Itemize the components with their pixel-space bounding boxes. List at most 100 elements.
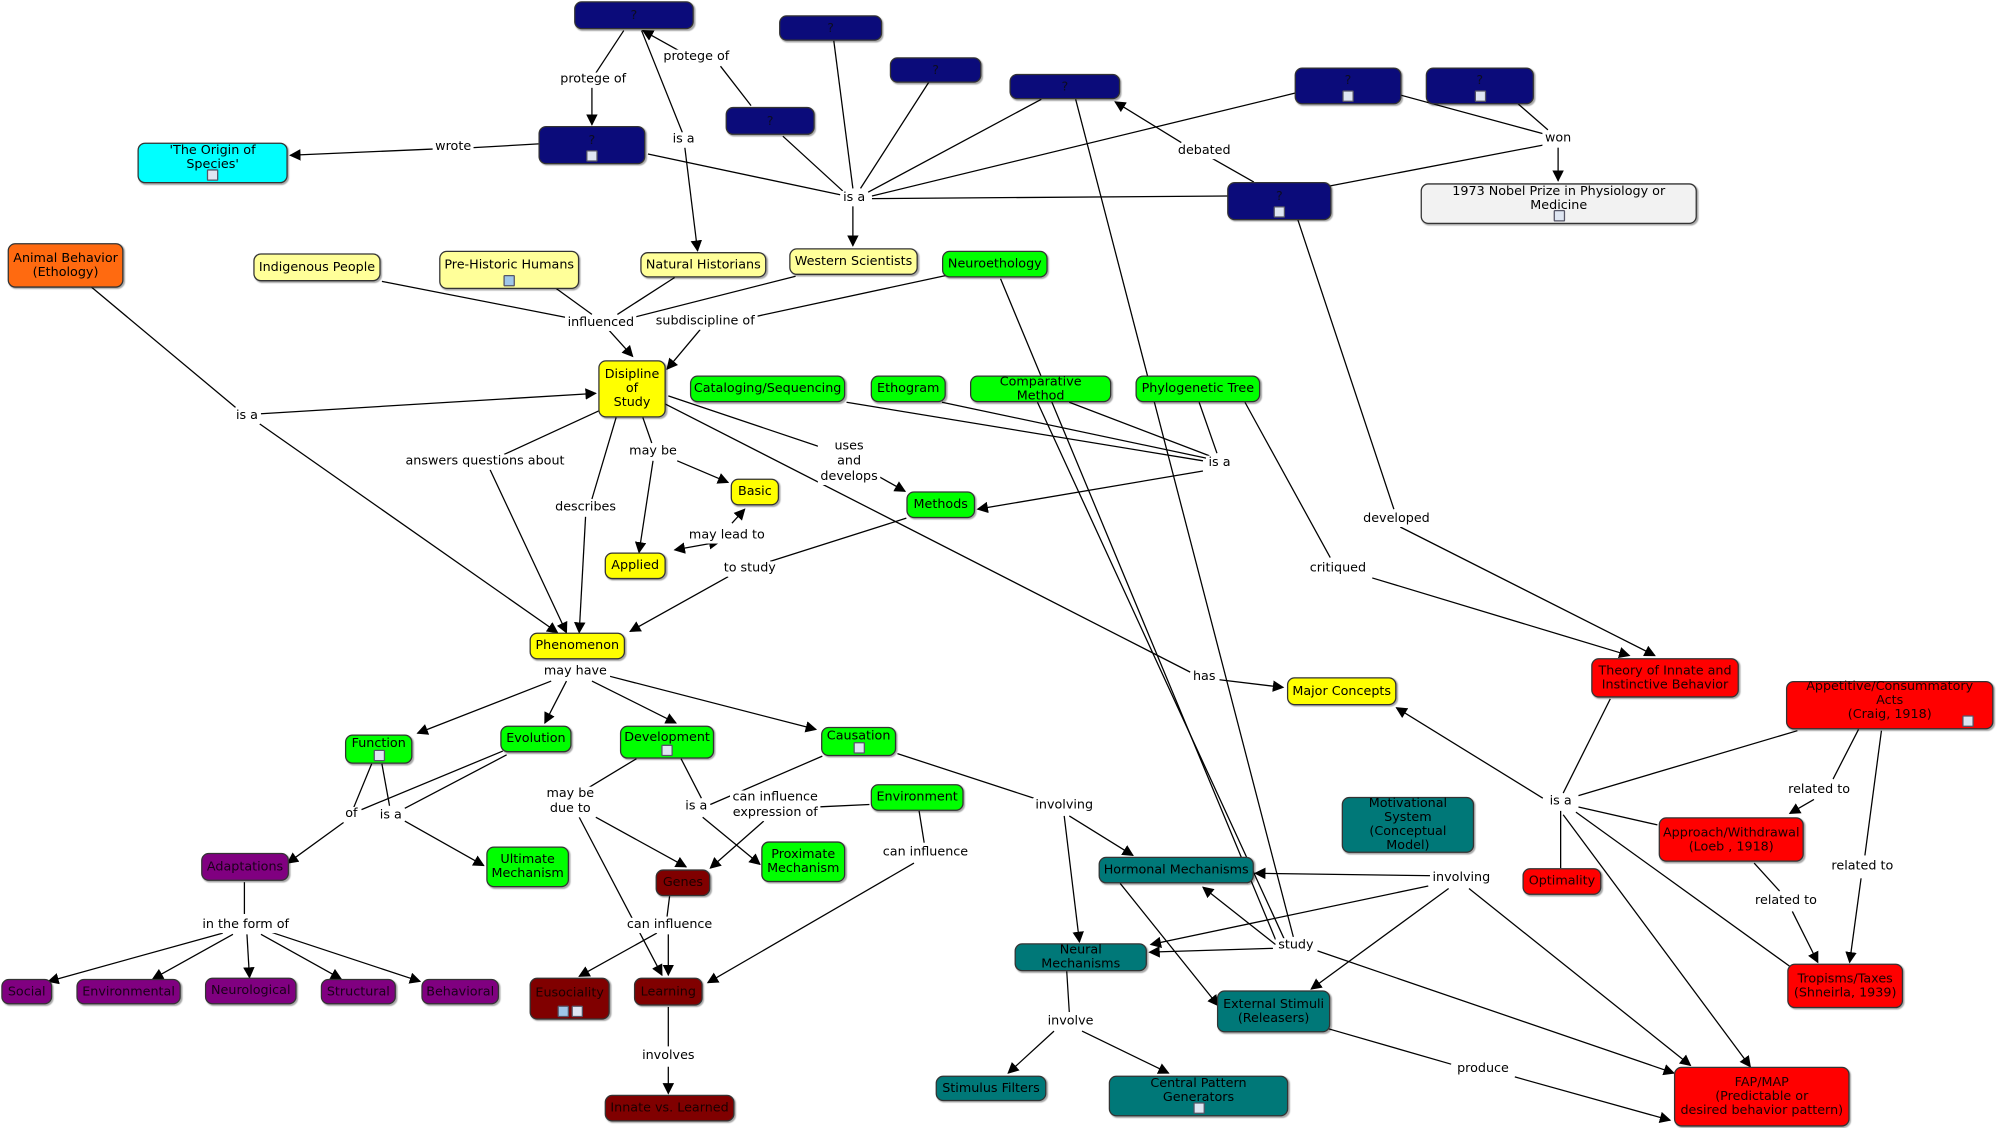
link-line xyxy=(666,329,701,371)
concept-basic[interactable]: Basic xyxy=(730,478,780,506)
document-icon[interactable] xyxy=(1192,1102,1205,1114)
concept-animal-behavior[interactable]: Animal Behavior (Ethology) xyxy=(7,243,124,288)
concept-scientist-c[interactable]: ? xyxy=(725,106,815,135)
link-line xyxy=(875,474,907,492)
link-label-to-study: to study xyxy=(721,561,779,577)
concept-label: Optimality xyxy=(1528,874,1596,889)
concept-applied[interactable]: Applied xyxy=(604,552,666,580)
document-icon[interactable] xyxy=(661,744,673,757)
concept-development[interactable]: Development xyxy=(619,725,715,759)
concept-origin-of-species[interactable]: 'The Origin of Species' xyxy=(137,142,288,184)
link-line xyxy=(666,896,671,917)
concept-innate-vs-learned[interactable]: Innate vs. Learned xyxy=(604,1094,735,1122)
concept-label: ? xyxy=(630,8,638,23)
link-line xyxy=(1075,99,1294,938)
concept-hormonal-mechanisms[interactable]: Hormonal Mechanisms xyxy=(1098,856,1254,884)
concept-adaptations[interactable]: Adaptations xyxy=(201,852,289,881)
concept-function[interactable]: Function xyxy=(344,734,413,764)
concept-major-concepts[interactable]: Major Concepts xyxy=(1286,677,1397,706)
concept-scientist-g[interactable]: ? xyxy=(1227,182,1332,221)
link-line xyxy=(684,147,703,252)
concept-learning[interactable]: Learning xyxy=(633,977,703,1006)
concept-cataloging-sequencing[interactable]: Cataloging/Sequencing xyxy=(689,375,846,403)
concept-phylogenetic-tree[interactable]: Phylogenetic Tree xyxy=(1135,375,1261,403)
link-label-is-a: is a xyxy=(670,132,698,148)
concept-neural-mechanisms[interactable]: Neural Mechanisms xyxy=(1014,943,1147,972)
concept-approach-withdrawal[interactable]: Approach/Withdrawal (Loeb , 1918) xyxy=(1658,817,1804,862)
document-icon[interactable] xyxy=(1342,90,1354,102)
document-icon[interactable] xyxy=(1474,90,1486,102)
link-line xyxy=(289,148,436,161)
concept-theory-innate-behavior[interactable]: Theory of Innate and Instinctive Behavio… xyxy=(1591,658,1739,698)
link-line xyxy=(769,517,907,562)
concept-environment[interactable]: Environment xyxy=(870,784,964,811)
document-icon[interactable] xyxy=(852,742,865,754)
concept-proximate-mechanism[interactable]: Proximate Mechanism xyxy=(761,841,846,883)
concept-external-stimuli[interactable]: External Stimuli (Releasers) xyxy=(1216,990,1331,1033)
concept-scientist-b[interactable]: ? xyxy=(889,57,982,83)
concept-label: Genes xyxy=(662,875,704,890)
link-line xyxy=(1114,101,1182,144)
link-label-protege-of: protege of xyxy=(557,72,629,88)
concept-fap-map[interactable]: FAP/MAP (Predictable or desired behavior… xyxy=(1673,1066,1850,1127)
concept-indigenous-people[interactable]: Indigenous People xyxy=(253,253,381,282)
concept-darwin[interactable]: ? xyxy=(538,126,646,165)
concept-ethogram[interactable]: Ethogram xyxy=(870,375,946,403)
concept-ultimate-mechanism[interactable]: Ultimate Mechanism xyxy=(486,846,570,888)
image-icon[interactable] xyxy=(503,274,515,287)
link-label-uses-and-develops: uses and develops xyxy=(817,439,881,485)
concept-structural[interactable]: Structural xyxy=(320,978,396,1005)
concept-causation[interactable]: Causation xyxy=(821,726,897,757)
link-line xyxy=(680,758,702,799)
concept-pre-historic-humans[interactable]: Pre-Historic Humans xyxy=(439,250,580,289)
concept-label: Central Pattern Generators xyxy=(1150,1076,1247,1105)
concept-comparative-method[interactable]: Comparative Method xyxy=(969,375,1112,403)
concept-social[interactable]: Social xyxy=(1,978,53,1005)
link-line xyxy=(1244,401,1331,558)
concept-environmental[interactable]: Environmental xyxy=(76,978,181,1005)
concept-tropisms-taxes[interactable]: Tropisms/Taxes (Shneirla, 1939) xyxy=(1787,963,1904,1009)
concept-label: Cataloging/Sequencing xyxy=(693,381,842,396)
concept-neuroethology[interactable]: Neuroethology xyxy=(941,250,1048,278)
concept-nobel-prize[interactable]: 1973 Nobel Prize in Physiology or Medici… xyxy=(1420,183,1697,225)
link-line xyxy=(473,143,539,149)
document-icon[interactable] xyxy=(586,150,598,162)
concept-central-pattern-generators[interactable]: Central Pattern Generators xyxy=(1108,1075,1289,1117)
link-line xyxy=(259,423,559,634)
link-label-related-to: related to xyxy=(1752,893,1820,909)
link-line xyxy=(1036,401,1285,940)
concept-scientist-e[interactable]: ? xyxy=(1294,67,1402,105)
concept-optimality[interactable]: Optimality xyxy=(1522,868,1602,895)
document-icon[interactable] xyxy=(1961,715,1974,727)
concept-phenomenon[interactable]: Phenomenon xyxy=(529,632,626,660)
concept-label: ? xyxy=(1476,73,1484,88)
concept-scientist-d[interactable]: ? xyxy=(1009,73,1121,100)
link-line xyxy=(353,763,373,808)
concept-scientist-f[interactable]: ? xyxy=(1425,67,1534,105)
document-icon[interactable] xyxy=(206,169,219,181)
concept-discipline-of-study[interactable]: Disipline of Study xyxy=(598,360,666,418)
link-line xyxy=(1562,814,1752,1068)
concept-stimulus-filters[interactable]: Stimulus Filters xyxy=(935,1075,1047,1102)
concept-behavioral[interactable]: Behavioral xyxy=(421,978,500,1005)
link-line xyxy=(416,680,552,735)
image-icon[interactable] xyxy=(556,1005,569,1018)
concept-motivational-system[interactable]: Motivational System (Conceptual Model) xyxy=(1341,796,1475,853)
concept-neurological[interactable]: Neurological xyxy=(204,977,297,1005)
document-icon[interactable] xyxy=(570,1005,583,1018)
concept-appetitive-consummatory[interactable]: Appetitive/Consummatory Acts (Craig, 191… xyxy=(1785,679,1994,730)
document-icon[interactable] xyxy=(372,749,385,762)
concept-genes[interactable]: Genes xyxy=(655,869,711,897)
concept-methods[interactable]: Methods xyxy=(906,491,976,519)
document-icon[interactable] xyxy=(1273,206,1286,218)
concept-label: Tropisms/Taxes (Shneirla, 1939) xyxy=(1793,971,1897,1000)
document-icon[interactable] xyxy=(1553,210,1565,222)
concept-eusociality[interactable]: Eusociality xyxy=(529,977,610,1020)
concept-scientist-top[interactable]: ? xyxy=(574,1,694,30)
concept-evolution[interactable]: Evolution xyxy=(500,725,572,753)
concept-label: Structural xyxy=(326,984,390,999)
concept-western-scientists[interactable]: Western Scientists xyxy=(789,248,918,275)
link-line xyxy=(595,816,688,868)
concept-natural-historians[interactable]: Natural Historians xyxy=(640,252,767,278)
concept-scientist-a[interactable]: ? xyxy=(779,15,883,41)
